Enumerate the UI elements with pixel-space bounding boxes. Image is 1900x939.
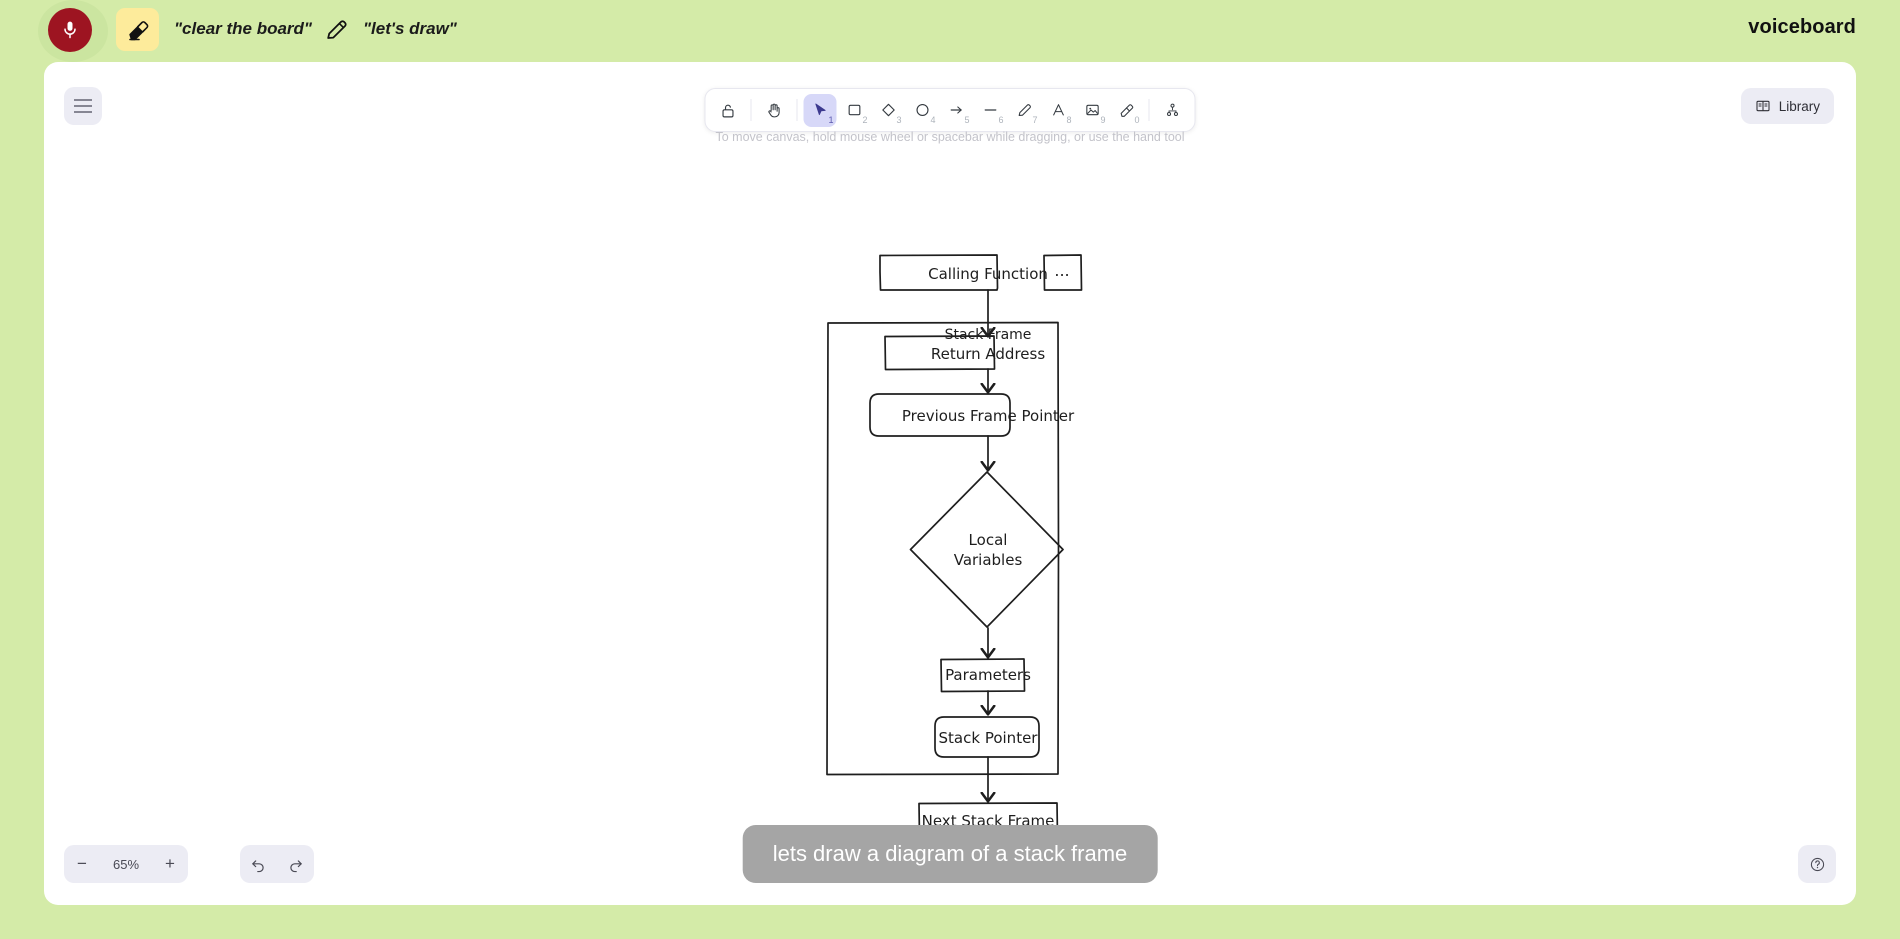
stack-frame-diagram: Calling Function ... Stack Frame Return …	[826, 254, 1083, 839]
voice-toolbar: "clear the board" "let's draw" voiceboar…	[0, 0, 1900, 62]
line-icon	[984, 109, 996, 111]
parameters-label: Parameters	[945, 666, 1031, 684]
ellipse-icon	[915, 103, 929, 117]
tool-text[interactable]: 8	[1042, 94, 1075, 127]
stack-frame-container	[826, 321, 1060, 776]
tool-shortcut: 7	[1032, 114, 1038, 125]
eraser-command-button[interactable]	[116, 8, 159, 51]
zoom-in-button[interactable]: +	[165, 854, 175, 873]
hamburger-menu-icon	[74, 105, 92, 107]
tool-arrow[interactable]: 5	[940, 94, 973, 127]
history-controls	[240, 845, 314, 883]
eraser-icon	[1120, 104, 1133, 117]
tool-line[interactable]: 6	[974, 94, 1007, 127]
tool-shortcut: 1	[828, 114, 834, 125]
hint-lets-draw: "let's draw"	[363, 19, 457, 38]
image-icon	[1085, 104, 1099, 116]
library-button-label: Library	[1778, 98, 1820, 114]
previous-frame-pointer-box	[869, 393, 1011, 437]
diamond-icon	[881, 103, 895, 117]
tool-shortcut: 0	[1134, 114, 1140, 125]
selection-icon	[814, 103, 826, 116]
redo-icon	[290, 859, 302, 872]
tool-shortcut: 8	[1066, 114, 1072, 125]
stack-pointer-box	[934, 716, 1040, 758]
lock-icon	[722, 104, 734, 117]
pencil-command-button[interactable]	[319, 12, 353, 46]
main-menu-button[interactable]	[64, 87, 102, 125]
zoom-controls: − 65% +	[64, 845, 188, 883]
ellipsis-box	[1043, 254, 1083, 291]
toolbar-divider-3	[1148, 99, 1150, 121]
stack-pointer-label: Stack Pointer	[939, 729, 1039, 747]
tool-shortcut: 3	[896, 114, 902, 125]
local-variables-label-line1: Local	[969, 531, 1008, 549]
tool-ellipse[interactable]: 4	[906, 94, 939, 127]
tool-shortcut: 6	[998, 114, 1004, 125]
rectangle-icon	[848, 104, 860, 116]
canvas-move-hint: To move canvas, hold mouse wheel or spac…	[715, 130, 1185, 144]
app-brand-title: voiceboard	[1748, 16, 1856, 38]
library-button[interactable]: Library	[1740, 88, 1834, 124]
arrow-icon	[950, 106, 962, 114]
tool-hand[interactable]	[758, 94, 791, 127]
tool-shortcut: 5	[964, 114, 970, 125]
zoom-out-button[interactable]: −	[77, 854, 87, 873]
previous-frame-pointer-label: Previous Frame Pointer	[902, 407, 1075, 425]
calling-function-box	[879, 254, 999, 291]
draw-icon	[1018, 104, 1031, 116]
book-icon	[1756, 100, 1770, 112]
microphone-button[interactable]	[48, 8, 92, 52]
help-icon	[1810, 857, 1824, 871]
tool-frame[interactable]	[1156, 94, 1189, 127]
tool-shortcut: 2	[862, 114, 868, 125]
help-button[interactable]	[1798, 845, 1836, 883]
pencil-icon	[326, 19, 347, 39]
microphone-icon	[64, 21, 76, 39]
parameters-box	[940, 658, 1026, 693]
ellipsis-label: ...	[1054, 261, 1069, 280]
calling-function-label: Calling Function	[928, 265, 1048, 283]
tool-image[interactable]: 9	[1076, 94, 1109, 127]
excalidraw-canvas-panel: 1 2 3 4 5	[44, 62, 1856, 905]
tool-shortcut: 4	[930, 114, 936, 125]
return-address-label: Return Address	[931, 345, 1045, 363]
return-address-box	[884, 335, 996, 371]
tool-eraser[interactable]: 0	[1110, 94, 1143, 127]
local-variables-diamond	[909, 471, 1064, 628]
undo-button[interactable]	[240, 845, 277, 883]
drawing-toolbar: 1 2 3 4 5	[704, 88, 1196, 132]
toolbar-divider-2	[796, 99, 798, 121]
tool-draw[interactable]: 7	[1008, 94, 1041, 127]
hand-icon	[768, 103, 780, 117]
redo-button[interactable]	[277, 845, 314, 883]
zoom-level-value[interactable]: 65%	[112, 856, 140, 872]
toolbar-divider-1	[750, 99, 752, 121]
eraser-icon	[128, 20, 148, 40]
tool-lock[interactable]	[712, 94, 745, 127]
voice-transcript-caption: lets draw a diagram of a stack frame	[742, 825, 1158, 883]
hint-clear-the-board: "clear the board"	[174, 19, 312, 38]
frame-icon	[1166, 103, 1178, 117]
undo-icon	[252, 859, 264, 872]
stack-frame-label: Stack Frame	[945, 327, 1032, 343]
text-icon	[1052, 104, 1064, 116]
tool-rectangle[interactable]: 2	[838, 94, 871, 127]
local-variables-label-line2: Variables	[954, 551, 1023, 569]
tool-shortcut: 9	[1100, 114, 1106, 125]
tool-diamond[interactable]: 3	[872, 94, 905, 127]
tool-selection[interactable]: 1	[803, 93, 837, 127]
